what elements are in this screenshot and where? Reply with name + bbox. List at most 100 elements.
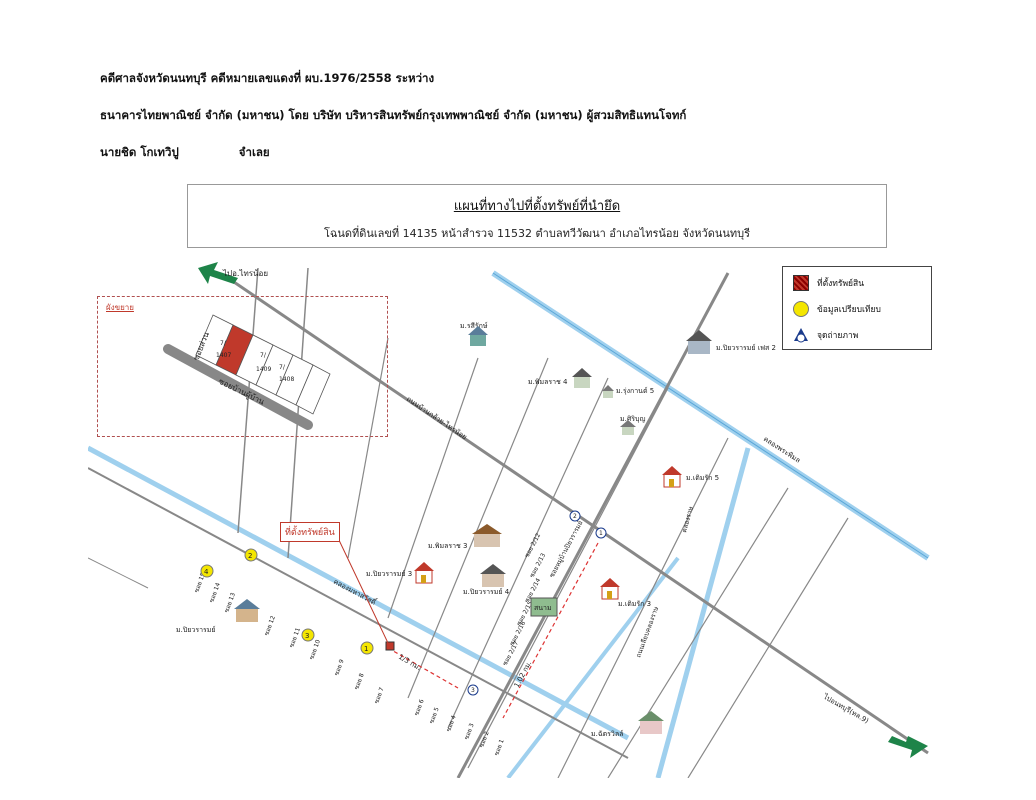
photo-point-number: 3	[471, 687, 475, 694]
label-road-soi-ban: ถนนเลียบคลองราษ	[634, 605, 660, 659]
map-subtitle: โฉนดที่ดินเลขที่ 14135 หน้าสำรวจ 11532 ต…	[323, 227, 751, 240]
label-m-piyawan2: ม.ปิยวรารมย์ เฟส 2	[716, 344, 776, 352]
label-canal-rat: คลองราษ	[680, 505, 695, 534]
comparison-marker-number: 4	[204, 568, 209, 576]
inset-plot-label: 1407	[216, 352, 231, 359]
inset-map: ผังขยาย ซอยส่วน ซอยบ้านผู้บ้าน 7/ 1407 7…	[97, 296, 388, 437]
map-title-box: แผนที่ทางไปที่ตั้งทรัพย์ที่นำยึด โฉนดที่…	[187, 184, 887, 248]
legend-photo: จุดถ่ายภาพ	[793, 327, 858, 343]
map-legend: ที่ตั้งทรัพย์สิน ข้อมูลเปรียบเทียบ จุดถ่…	[782, 266, 932, 350]
inset-plot-label: 7/	[260, 352, 267, 359]
house-icon	[472, 524, 502, 547]
soi-k	[88, 557, 149, 589]
label-m-termruk5: ม.เติมรัก 5	[686, 474, 719, 482]
legend-comparison-label: ข้อมูลเปรียบเทียบ	[817, 305, 881, 315]
photo-point-icon	[794, 328, 808, 343]
soi-label: ซอย 13	[223, 592, 237, 614]
soi-label: ซอย 5	[428, 706, 440, 724]
house-icon	[620, 420, 636, 435]
parties-line: ธนาคารไทยพาณิชย์ จำกัด (มหาชน) โดย บริษั…	[100, 108, 687, 122]
photo-point-2: 2	[569, 510, 581, 522]
property-tag: ที่ตั้งทรัพย์สิน	[280, 522, 340, 542]
house-icon	[686, 330, 712, 354]
village-road	[456, 272, 730, 778]
soi-d	[387, 357, 479, 619]
case-line: คดีศาลจังหวัดนนทบุรี คดีหมายเลขแดงที่ ผบ…	[100, 71, 435, 85]
soi-j	[687, 517, 849, 778]
soi-f	[447, 377, 609, 729]
house-icon	[414, 562, 434, 584]
soi-label: ซอย 14	[208, 582, 222, 604]
canal-phimon-edge	[492, 272, 929, 559]
school-icon: สนาม	[530, 597, 558, 617]
route-segment-1	[387, 647, 459, 689]
house-icons: สนาม	[234, 326, 712, 734]
inset-drawing: ซอยส่วน ซอยบ้านผู้บ้าน 7/ 1407 7/ 1409 1…	[163, 314, 331, 430]
photo-point-number: 1	[599, 530, 603, 537]
inset-plots	[195, 314, 331, 415]
house-icon	[468, 326, 488, 346]
label-m-phimon4: ม.พิมลราช 4	[528, 378, 568, 386]
photo-point-1: 1	[595, 527, 607, 539]
house-icon	[602, 385, 614, 398]
soi-e	[407, 357, 549, 699]
label-m-piyawan3: ม.ปิยวรารมย์ 3	[366, 570, 412, 578]
house-icon	[600, 578, 620, 600]
soi-i	[607, 487, 789, 778]
canal-mahasawat	[88, 445, 630, 741]
inset-plot-label: 7/	[279, 364, 286, 371]
legend-property-label: ที่ตั้งทรัพย์สิน	[817, 279, 865, 289]
comparison-marker-4: 4	[200, 564, 214, 578]
canal-road	[88, 467, 629, 759]
soi-label: ซอย 7	[373, 686, 385, 704]
label-road-main: ถนนบ้านกล้วย-ไทรน้อย	[405, 394, 469, 441]
house-icon	[572, 368, 592, 388]
comparison-swatch	[793, 301, 809, 317]
comparison-marker-3: 3	[301, 628, 315, 642]
legend-photo-label: จุดถ่ายภาพ	[817, 331, 859, 341]
soi-labels: ซอย 15 ซอย 14 ซอย 13 ซอย 12 ซอย 11 ซอย 1…	[193, 572, 505, 757]
defendant-line: นายชิด โกเทวิปูจำเลย	[100, 144, 270, 162]
location-map: 1/3 กม. 1.02 กม. ไปอ.ไทรน้อย ไปอนทบุรี(ท…	[88, 262, 930, 778]
canal-rat	[655, 447, 751, 778]
inset-title: ผังขยาย	[106, 303, 134, 312]
soi-g	[467, 387, 669, 769]
photo-point-number: 2	[573, 513, 577, 520]
soi-label: ซอย 2/17	[502, 640, 521, 667]
arrow-nonthaburi	[888, 736, 928, 758]
house-icon	[234, 599, 260, 622]
soi-h	[557, 437, 729, 778]
house-icon	[662, 466, 682, 488]
house-icon	[480, 564, 506, 587]
photo-point-3: 3	[467, 684, 479, 696]
label-m-chatwari: ม.ฉัตรวิลล์	[591, 730, 623, 738]
map-title: แผนที่ทางไปที่ตั้งทรัพย์ที่นำยึด	[453, 199, 621, 214]
inset-plot-label: 1408	[279, 376, 294, 383]
comparison-marker-number: 2	[248, 552, 252, 560]
label-school: สนาม	[534, 604, 552, 612]
soi-c	[347, 337, 389, 559]
comparison-marker-number: 1	[364, 645, 368, 653]
soi-label: ซอย 2/13	[529, 552, 548, 579]
soi-label: ซอย 9	[333, 658, 345, 676]
inset-plot-label: 1409	[256, 366, 271, 373]
legend-comparison: ข้อมูลเปรียบเทียบ	[793, 301, 881, 317]
soi-label: ซอย 4	[445, 714, 457, 732]
defendant-name: นายชิด โกเทวิปู	[100, 145, 179, 159]
label-m-termruk3: ม.เติมรัก 3	[618, 600, 651, 608]
label-m-piyawan4: ม.ปิยวรารมย์ 4	[463, 588, 510, 596]
property-swatch	[793, 275, 809, 291]
direction-arrows	[198, 262, 928, 758]
soi-label: ซอย 2	[478, 730, 490, 748]
soi-b	[287, 267, 309, 559]
label-m-piyawan: ม.ปิยวรารมย์	[176, 626, 215, 634]
comparison-marker-1: 1	[360, 641, 374, 655]
inset-road	[163, 344, 313, 430]
soi-label: ซอย 8	[353, 672, 365, 690]
label-m-rungkan5: ม.รุ่งกานต์ 5	[616, 387, 654, 395]
label-m-ratchai: ม.รสีรักษ์	[460, 322, 488, 330]
soi-a	[237, 267, 259, 534]
soi-label: ซอย 10	[308, 639, 322, 661]
soi-label: ซอย 3	[463, 722, 475, 740]
comparison-marker-2: 2	[244, 548, 258, 562]
